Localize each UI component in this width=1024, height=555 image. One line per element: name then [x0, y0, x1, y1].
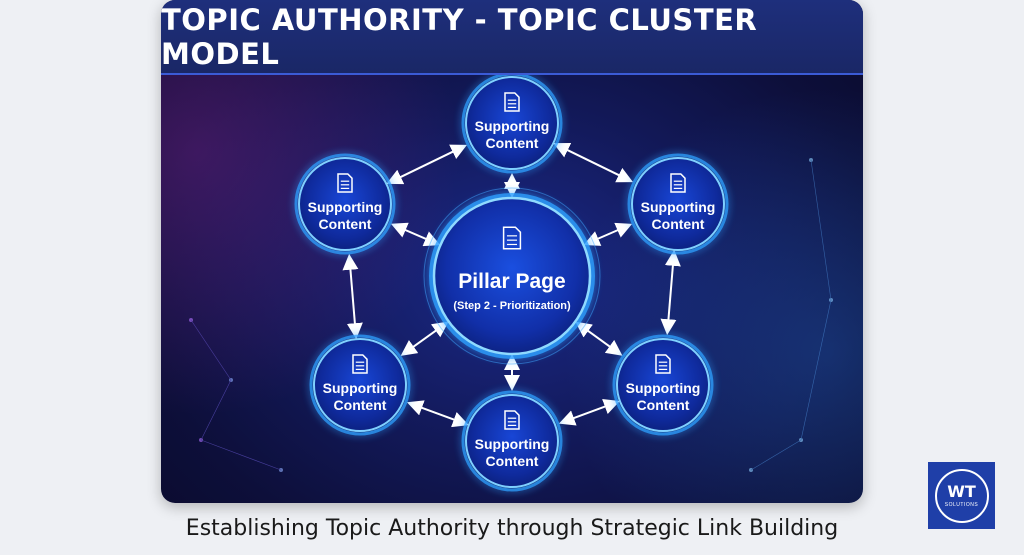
background-network: [189, 158, 833, 472]
document-icon: [337, 173, 353, 193]
supporting-node-label-line1: Supporting: [308, 199, 383, 215]
ring-arrow-4: [406, 400, 469, 428]
supporting-node-label-line1: Supporting: [475, 118, 550, 134]
document-icon: [655, 354, 671, 374]
logo-ring: WT SOLUTIONS: [934, 468, 989, 523]
spoke-arrow-2: [390, 222, 441, 247]
document-icon: [504, 410, 520, 430]
ring-arrow-2: [660, 249, 681, 336]
supporting-node-label-line2: Content: [486, 453, 539, 469]
spoke-arrow-4: [400, 321, 449, 356]
spoke-arrow-5: [575, 321, 623, 356]
supporting-node-label-line2: Content: [637, 397, 690, 413]
ring-arrow-1: [553, 142, 634, 183]
logo-subtext: SOLUTIONS: [944, 501, 979, 508]
supporting-node-label-line1: Supporting: [626, 380, 701, 396]
supporting-node-label-line2: Content: [652, 216, 705, 232]
ring-arrow-3: [558, 399, 620, 426]
supporting-node-label-line1: Supporting: [475, 436, 550, 452]
ring-arrow-6: [386, 144, 468, 185]
supporting-node-label-line1: Supporting: [323, 380, 398, 396]
pillar-title: Pillar Page: [458, 270, 565, 293]
logo-text: WT: [947, 481, 976, 501]
ring-arrow-5: [342, 253, 363, 340]
cluster-diagram: SupportingContentSupportingContentSuppor…: [189, 72, 833, 492]
diagram-title: TOPIC AUTHORITY - TOPIC CLUSTER MODEL: [161, 2, 758, 71]
document-icon: [502, 226, 522, 250]
spoke-arrow-3: [583, 222, 633, 246]
document-icon: [504, 92, 520, 112]
supporting-node-label-line1: Supporting: [641, 199, 716, 215]
supporting-node-label-line2: Content: [334, 397, 387, 413]
document-icon: [670, 173, 686, 193]
document-icon: [352, 354, 368, 374]
logo: WT SOLUTIONS: [928, 462, 995, 529]
nodes-layer: SupportingContentSupportingContentSuppor…: [294, 72, 729, 492]
title-bar: TOPIC AUTHORITY - TOPIC CLUSTER MODEL: [161, 0, 863, 75]
caption: Establishing Topic Authority through Str…: [185, 516, 839, 541]
supporting-node-label-line2: Content: [486, 135, 539, 151]
supporting-node-label-line2: Content: [319, 216, 372, 232]
link-arrows: [342, 142, 681, 428]
pillar-node: Pillar Page (Step 2 - Prioritization): [423, 187, 601, 365]
pillar-subtitle: (Step 2 - Prioritization): [453, 300, 571, 312]
